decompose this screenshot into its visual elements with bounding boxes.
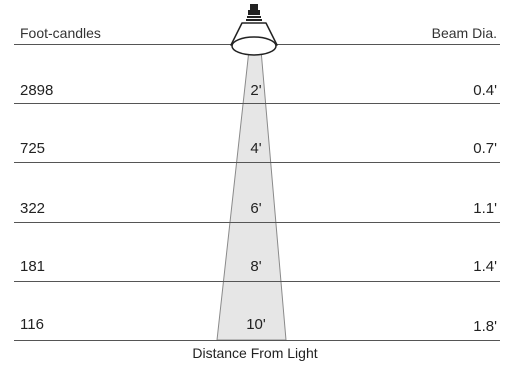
row-divider xyxy=(14,222,500,223)
row-footcandles: 725 xyxy=(20,140,45,158)
row-beam-diameter: 0.7' xyxy=(473,140,497,158)
row-distance: 2' xyxy=(250,82,261,100)
row-footcandles: 322 xyxy=(20,200,45,218)
row-distance: 6' xyxy=(250,200,261,218)
row-footcandles: 2898 xyxy=(20,82,53,100)
row-beam-diameter: 0.4' xyxy=(473,82,497,100)
footcandles-header: Foot-candles xyxy=(20,24,101,42)
row-divider xyxy=(14,340,500,341)
row-divider xyxy=(14,103,500,104)
spotlight-lamp-icon xyxy=(224,2,284,56)
row-beam-diameter: 1.1' xyxy=(473,200,497,218)
beam-diameter-header: Beam Dia. xyxy=(432,24,497,42)
row-distance: 10' xyxy=(246,316,266,334)
distance-axis-label: Distance From Light xyxy=(192,344,317,362)
row-footcandles: 116 xyxy=(20,316,44,334)
row-beam-diameter: 1.4' xyxy=(473,258,497,276)
row-divider xyxy=(14,162,500,163)
row-distance: 8' xyxy=(250,258,261,276)
row-beam-diameter: 1.8' xyxy=(473,318,497,336)
row-distance: 4' xyxy=(250,140,261,158)
row-footcandles: 181 xyxy=(20,258,45,276)
row-divider xyxy=(14,281,500,282)
